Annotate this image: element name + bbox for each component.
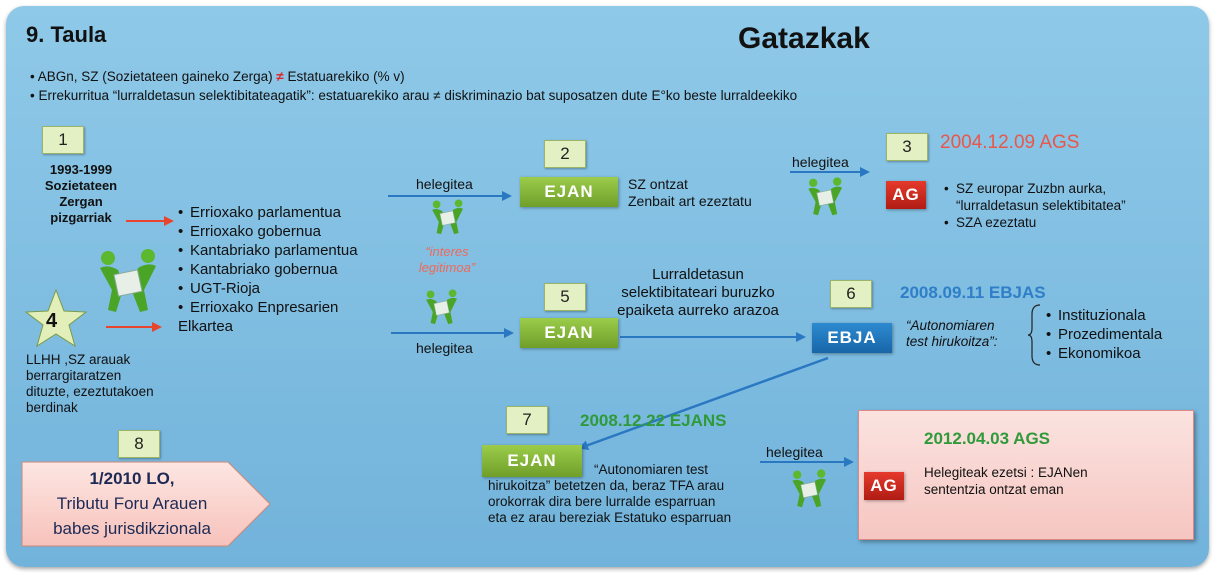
step-9-date: 2012.04.03 AGS — [924, 429, 1051, 448]
step-3-date: 2004.12.09 AGS — [940, 132, 1080, 153]
step-7-date: 2008.12.22 EJANS — [580, 411, 727, 430]
step-number-3: 3 — [886, 133, 928, 161]
step-number-8: 8 — [118, 430, 160, 458]
step-9-line: sententzia ontzat eman — [924, 482, 1064, 497]
step-number-7: 7 — [506, 406, 548, 434]
plaintiff-item: •UGT-Rioja — [178, 280, 261, 297]
plaintiff-item: Elkartea — [178, 318, 234, 335]
appeal-label-4: helegitea — [766, 444, 823, 460]
step-7-text: hirukoitza” betetzen da, beraz TFA arau … — [488, 478, 731, 526]
step-9-text: Helegiteak ezetsi : EJANen sententzia on… — [924, 464, 1088, 498]
appeal-label-3: helegitea — [416, 340, 473, 356]
intro-line-1-a: • ABGn, SZ (Sozietateen gaineko Zerga) — [30, 69, 277, 84]
step-5-line: selektibitateari buruzko — [621, 284, 775, 301]
step-9-line: Helegiteak ezetsi : EJANen — [924, 465, 1088, 480]
step-4-line: berdinak — [26, 400, 78, 415]
people-puzzle-icon-2 — [426, 289, 457, 325]
step-8-line-3: babes jurisdikzionala — [53, 519, 211, 538]
step-number-5: 5 — [544, 283, 586, 311]
step-8-text: 1/2010 LO, Tributu Foru Arauen babes jur… — [22, 466, 242, 541]
step-1-label: 1993-1999 Sozietateen Zergan pizgarriak — [22, 162, 140, 226]
step-8-arrow-box — [21, 461, 271, 547]
table-title: 9. Taula — [26, 22, 107, 47]
step-1-line-2: Sozietateen — [44, 178, 118, 193]
step-6-item: •Instituzionala — [1046, 307, 1146, 324]
step-6-date: 2008.09.11 EBJAS — [900, 283, 1046, 302]
step-3-item: “lurraldetasun selektibitatea” — [956, 198, 1126, 213]
step-7-line: hirukoitza” betetzen da, beraz TFA arau — [488, 478, 725, 493]
step-6-test-line: test hirukoitza”: — [906, 334, 998, 349]
plaintiff-item: •Errioxako gobernua — [178, 223, 321, 240]
step-3-list: •SZ europar Zuzbn aurka, “lurraldetasun … — [944, 180, 1126, 231]
step-2-line: SZ ontzat — [628, 176, 688, 192]
plaintiff-item: •Errioxako Enpresarien — [178, 299, 339, 316]
step-5-line: Lurraldetasun — [652, 266, 744, 283]
step-6-test-line: “Autonomiaren — [906, 318, 995, 333]
step-7-line: orokorrak dira bere lurralde esparruan — [488, 494, 716, 509]
step-number-2: 2 — [544, 140, 586, 168]
step-4-line: LLHH ,SZ arauak — [26, 352, 131, 367]
step-1-line-3: Zergan — [59, 194, 103, 209]
people-puzzle-icon-1 — [432, 199, 463, 235]
step-5-text: Lurraldetasun selektibitateari buruzko e… — [600, 266, 796, 320]
step-6-item: •Prozedimentala — [1046, 326, 1163, 343]
step-9-box — [858, 410, 1194, 540]
step-8-line-1: 1/2010 LO, — [89, 469, 175, 488]
step-1-line-1: 1993-1999 — [49, 162, 113, 177]
step-7-line-0: “Autonomiaren test — [594, 462, 709, 477]
arrow-to-ejan-7 — [578, 356, 829, 450]
people-puzzle-icon-large — [100, 249, 156, 312]
step-number-6: 6 — [830, 280, 872, 308]
court-ejan-7: EJAN — [482, 445, 582, 477]
intro-line-2: • Errekurritua “lurraldetasun selektibit… — [30, 88, 798, 103]
step-8-line-2: Tributu Foru Arauen — [56, 494, 208, 513]
plaintiffs-list: •Errioxako parlamentua •Errioxako gobern… — [178, 203, 358, 336]
plaintiff-item: •Kantabriako gobernua — [178, 261, 338, 278]
appeal-label-1: helegitea — [416, 176, 473, 192]
court-ag-3: AG — [886, 181, 926, 209]
step-4-text: LLHH ,SZ arauak berrargitaratzen dituzte… — [26, 352, 154, 416]
people-puzzle-icon-3 — [808, 177, 842, 216]
step-3-item: •SZA ezeztatu — [944, 215, 1037, 230]
interes-line: legitimoa” — [418, 260, 476, 275]
step-4-line: dituzte, ezeztutakoen — [26, 384, 154, 399]
court-ejan-5: EJAN — [520, 318, 618, 348]
step-4-line: berrargitaratzen — [26, 368, 122, 383]
step-5-line: epaiketa aurreko arazoa — [617, 302, 779, 319]
interes-line: “interes — [425, 244, 469, 259]
not-equal-sign: ≠ — [276, 69, 284, 84]
step-7-line: eta ez arau bereziak Estatuko esparruan — [488, 510, 732, 525]
bracket-shape — [1028, 304, 1041, 366]
step-1-line-4: pizgarriak — [50, 210, 112, 225]
court-ag-9: AG — [864, 472, 904, 500]
star-shape — [24, 288, 88, 348]
people-puzzle-icon-4 — [792, 469, 826, 508]
step-number-4: 4 — [46, 310, 58, 332]
plaintiff-item: •Kantabriako parlamentua — [178, 242, 358, 259]
step-6-list: •Instituzionala •Prozedimentala •Ekonomi… — [1046, 306, 1162, 363]
plaintiff-item: •Errioxako parlamentua — [178, 204, 341, 221]
step-2-text: SZ ontzat Zenbait art ezeztatu — [628, 176, 752, 210]
appeal-label-2: helegitea — [792, 154, 849, 170]
step-6-test-label: “Autonomiaren test hirukoitza”: — [906, 318, 998, 350]
court-ejan-2: EJAN — [520, 177, 618, 207]
intro-line-1-b: Estatuarekiko (% v) — [283, 69, 405, 84]
step-number-1: 1 — [42, 126, 84, 154]
intro-line-1: • ABGn, SZ (Sozietateen gaineko Zerga) ≠… — [30, 68, 405, 85]
interes-legitimoa-label: “interes legitimoa” — [410, 244, 484, 276]
step-6-item: •Ekonomikoa — [1046, 345, 1141, 362]
step-3-item: •SZ europar Zuzbn aurka, — [944, 181, 1107, 196]
step-2-line: Zenbait art ezeztatu — [628, 193, 752, 209]
court-ebja: EBJA — [812, 323, 892, 353]
